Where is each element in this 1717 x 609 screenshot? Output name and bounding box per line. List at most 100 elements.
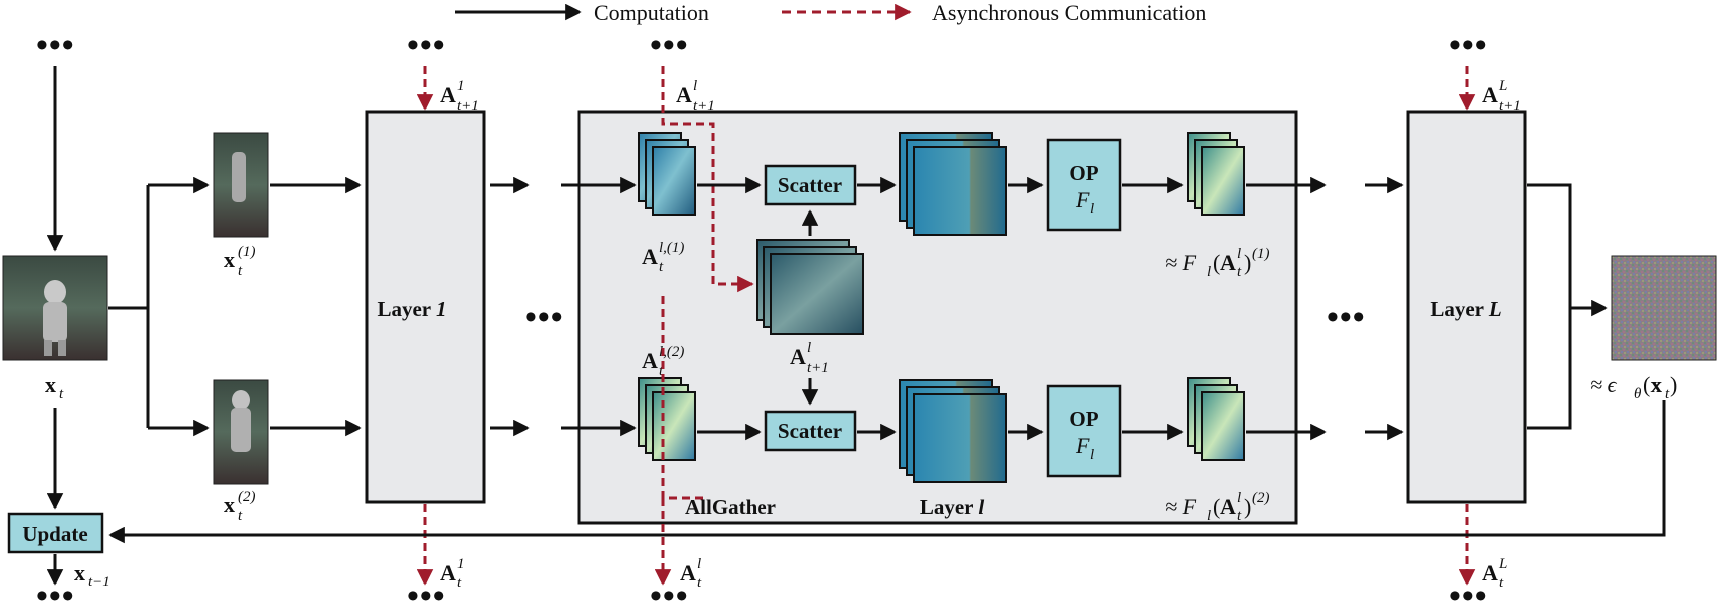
op-box-top: [1046, 138, 1122, 232]
allgather-label: AllGather: [685, 495, 776, 519]
svg-text:(: (: [1213, 494, 1220, 519]
svg-text:): ): [1244, 250, 1251, 275]
svg-text:t: t: [1499, 575, 1504, 591]
svg-text:t+1: t+1: [457, 98, 479, 114]
layer-1-box: [365, 110, 486, 504]
op-label-bottom: OP: [1069, 407, 1098, 431]
svg-text:x: x: [1651, 372, 1662, 397]
connector-layerL-out: [1527, 183, 1572, 430]
svg-text:x: x: [74, 560, 85, 585]
op-f-top: F l: [1075, 187, 1094, 217]
ellipsis-top-layerL: •••: [1449, 27, 1488, 64]
svg-text:≈ F: ≈ F: [1165, 250, 1197, 275]
layer-l-label: Layer l: [920, 495, 985, 519]
label-amid: A l t+1: [790, 340, 829, 376]
label-output-top: ≈ F l ( A l t ) (1): [1165, 246, 1270, 280]
wide-stack-top: [899, 132, 1007, 236]
op-box-bottom: [1046, 384, 1122, 478]
activation-stack-top: [638, 132, 696, 216]
label-aL-t: A L t: [1482, 556, 1507, 591]
svg-text:L: L: [1498, 78, 1507, 94]
update-label: Update: [22, 522, 87, 546]
svg-text:t−1: t−1: [88, 574, 110, 590]
svg-text:x: x: [224, 247, 235, 272]
op-label-top: OP: [1069, 161, 1098, 185]
svg-text:t: t: [238, 508, 243, 524]
svg-text:≈ ϵ: ≈ ϵ: [1590, 372, 1618, 397]
scatter-label-top: Scatter: [778, 173, 842, 197]
label-al1: A l,(1) t: [642, 240, 684, 275]
svg-text:A: A: [1482, 560, 1498, 585]
output-stack-top: [1187, 132, 1245, 216]
svg-text:l,(1): l,(1): [659, 240, 684, 256]
input-image: [2, 255, 108, 361]
svg-text:F: F: [1075, 433, 1090, 458]
label-a1-t-plus-1: A 1 t+1: [440, 78, 479, 114]
svg-text:l: l: [693, 78, 697, 94]
svg-text:x: x: [224, 492, 235, 517]
legend-compute-label: Computation: [594, 0, 709, 25]
svg-text:A: A: [642, 244, 658, 269]
label-al-t-plus-1: A l t+1: [676, 78, 715, 114]
svg-text:t+1: t+1: [807, 360, 829, 376]
legend-async-label: Asynchronous Communication: [932, 0, 1206, 25]
output-stack-bottom: [1187, 377, 1245, 461]
label-output-bottom: ≈ F l ( A l t ) (2): [1165, 490, 1270, 524]
layer-1-label: Layer 1: [377, 297, 446, 321]
layer-L-label: Layer L: [1430, 297, 1501, 321]
svg-text:x: x: [45, 372, 56, 397]
label-a1-t: A 1 t: [440, 556, 465, 591]
label-patch-2: x t (2): [224, 489, 256, 524]
svg-text:): ): [1244, 494, 1251, 519]
svg-text:A: A: [440, 82, 456, 107]
svg-text:A: A: [790, 344, 806, 369]
activation-stack-bottom: [638, 377, 696, 461]
svg-text:t: t: [1237, 508, 1242, 524]
async-al-to-mid: [661, 66, 754, 293]
svg-text:(1): (1): [1252, 246, 1270, 262]
svg-text:t: t: [659, 363, 664, 379]
label-al-t: A l t: [680, 556, 702, 591]
label-al2: A l,(2) t: [642, 344, 684, 379]
svg-text:A: A: [642, 348, 658, 373]
svg-text:θ: θ: [1634, 386, 1642, 402]
svg-text:A: A: [440, 560, 456, 585]
label-eps: ≈ ϵ θ (x x t ): [1590, 372, 1677, 402]
svg-text:t: t: [238, 263, 243, 279]
layer-L-box: [1406, 110, 1527, 504]
svg-text:l: l: [807, 340, 811, 356]
svg-text:L: L: [1498, 556, 1507, 572]
svg-text:F: F: [1075, 187, 1090, 212]
svg-text:A: A: [1220, 494, 1236, 519]
svg-text:t: t: [1665, 386, 1670, 402]
svg-text:A: A: [676, 82, 692, 107]
svg-text:l: l: [1207, 508, 1211, 524]
svg-text:(1): (1): [238, 244, 256, 260]
svg-text:l: l: [1237, 246, 1241, 262]
svg-text:t: t: [59, 386, 64, 402]
svg-text:1: 1: [457, 78, 465, 94]
activation-stack-middle: [756, 239, 864, 335]
svg-text:t+1: t+1: [1499, 98, 1521, 114]
scatter-label-bottom: Scatter: [778, 419, 842, 443]
svg-text:(2): (2): [238, 489, 256, 505]
ellipsis-between-1: •••: [525, 299, 564, 336]
svg-text:1: 1: [457, 556, 465, 572]
svg-text:t: t: [1237, 264, 1242, 280]
svg-text:t: t: [697, 575, 702, 591]
svg-text:A: A: [1220, 250, 1236, 275]
svg-text:t: t: [659, 259, 664, 275]
patch-1-image: [213, 132, 269, 238]
svg-text:l: l: [697, 556, 701, 572]
ellipsis-top-layer1: •••: [407, 27, 446, 64]
svg-text:l,(2): l,(2): [659, 344, 684, 360]
ellipsis-between-2: •••: [1327, 299, 1366, 336]
label-xt: x t: [45, 372, 64, 402]
svg-text:≈ F: ≈ F: [1165, 494, 1197, 519]
svg-text:t: t: [457, 575, 462, 591]
noise-image: [1611, 255, 1717, 361]
svg-text:l: l: [1207, 264, 1211, 280]
ellipsis-top-input: •••: [36, 27, 75, 64]
patch-2-image: [213, 379, 269, 485]
